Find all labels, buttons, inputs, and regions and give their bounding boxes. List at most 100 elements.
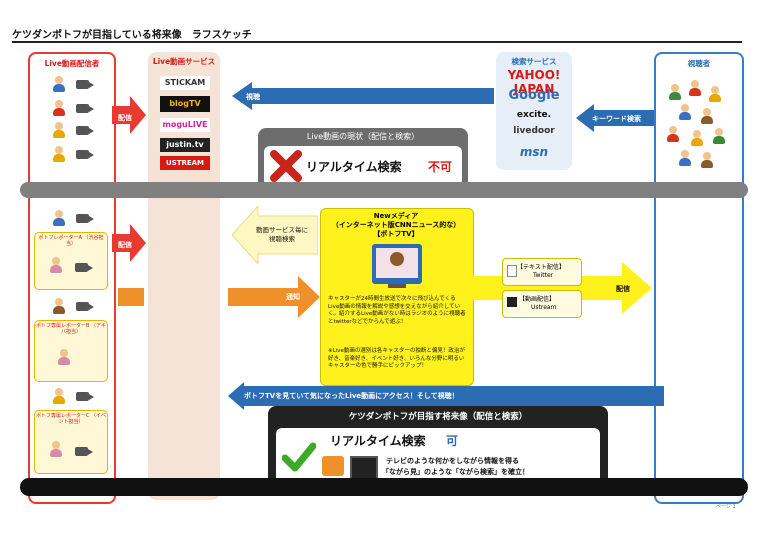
- stickam-logo: STICKAM: [160, 76, 210, 90]
- streamer-person-icon: [52, 388, 66, 404]
- tv-icon: [350, 456, 378, 480]
- text-distribution-card: 【テキスト配信】 Twitter: [502, 258, 582, 286]
- msn-logo: msn: [519, 145, 549, 159]
- search-services-box: 検索サービス: [496, 52, 572, 170]
- justintv-logo: justin.tv: [160, 138, 210, 152]
- camera-icon: [75, 263, 93, 272]
- viewers-column: 視聴者: [654, 52, 744, 504]
- camera-icon: [76, 104, 94, 113]
- tv-stand: [388, 284, 406, 288]
- video-distribution-service: Ustream: [531, 304, 557, 311]
- reporter-a-label: ポトフレポーターA （渋谷担当）: [38, 235, 104, 247]
- future-line-1: テレビのような何かをしながら情報を得る: [386, 457, 519, 465]
- future-line-2: 「ながら見」のような「ながら検索」を確立！: [382, 468, 529, 476]
- camera-icon: [76, 126, 94, 135]
- excite-logo: excite.: [516, 110, 552, 120]
- camera-icon: [75, 447, 93, 456]
- access-label: ポトフTVを見ていて気になったLive動画にアクセス！そして視聴！: [244, 392, 459, 400]
- streamer-person-icon: [52, 210, 66, 226]
- viewer-person-icon: [668, 84, 682, 100]
- distribute-arrow-top: [112, 96, 146, 134]
- document-icon: [507, 265, 517, 277]
- camera-icon: [76, 80, 94, 89]
- viewer-person-icon: [712, 128, 726, 144]
- view-label: 視聴: [246, 93, 260, 101]
- notify-label: 通知: [286, 293, 300, 301]
- viewer-person-icon: [678, 104, 692, 120]
- reporter-c-label: ポトフ専属レポーターC （イベント担当）: [35, 413, 107, 425]
- distribute-arrow-mid: [112, 224, 146, 262]
- page-label: ページ 1: [716, 504, 736, 510]
- search-services-header: 検索サービス: [511, 57, 557, 66]
- distribute-arrow-right: [472, 262, 652, 314]
- new-media-title-line1: Newメディア: [373, 212, 419, 220]
- yahoo-logo: YAHOO! JAPAN: [507, 68, 561, 96]
- current-realtime-label: リアルタイム検索: [306, 160, 402, 174]
- viewer-person-icon: [690, 130, 704, 146]
- live-services-header: Live動画サービス: [152, 57, 216, 66]
- reporter-card-c: ポトフ専属レポーターC （イベント担当）: [34, 410, 108, 474]
- viewers-header: 視聴者: [687, 59, 711, 68]
- reporter-avatar-icon: [49, 257, 63, 273]
- film-icon: [507, 297, 517, 307]
- service-search-text: 動画サービス毎に 視聴検索: [256, 226, 308, 243]
- viewer-person-icon: [700, 152, 714, 168]
- keyword-search-label: キーワード検索: [592, 115, 641, 123]
- ustream-logo: USTREAM: [160, 156, 210, 170]
- text-distribution-label: 【テキスト配信】: [517, 264, 565, 271]
- video-distribution-card: 【動画配信】 Ustream: [502, 290, 582, 318]
- access-arrow: [228, 382, 664, 410]
- current-status-header: Live動画の現状（配信と検索）: [306, 132, 420, 141]
- viewer-person-icon: [678, 150, 692, 166]
- notify-arrow: [228, 276, 320, 318]
- orange-connector-left: [118, 288, 144, 306]
- distribute-label-mid: 配信: [118, 241, 132, 249]
- view-arrow: [232, 82, 494, 110]
- section-divider-bar: [20, 182, 748, 198]
- viewer-person-icon: [688, 80, 702, 96]
- streamer-person-icon: [52, 146, 66, 162]
- camera-icon: [76, 150, 94, 159]
- viewer-person-icon: [700, 108, 714, 124]
- reporter-b-label: ポトフ専属レポーターB （アキバ担当）: [35, 323, 107, 335]
- person-at-desk-icon: [322, 456, 344, 476]
- viewer-person-icon: [708, 86, 722, 102]
- future-verdict: 可: [446, 434, 459, 448]
- new-media-box: [320, 208, 474, 386]
- streamer-person-icon: [52, 122, 66, 138]
- service-search-arrow: [232, 206, 318, 264]
- streamer-person-icon: [52, 76, 66, 92]
- distribute-label-right: 配信: [616, 285, 630, 293]
- reporter-avatar-icon: [57, 349, 71, 365]
- title-rule: [12, 41, 742, 43]
- camera-icon: [76, 214, 94, 223]
- mogulive-logo: moguLIVE: [160, 118, 210, 132]
- new-media-title-line2: （インターネット版CNNニュース的な）: [331, 221, 461, 229]
- future-vision-header: ケツダンポトフが目指す将来像（配信と検索）: [348, 412, 528, 422]
- bottom-bar: [20, 478, 748, 496]
- blogtv-logo: blogTV: [160, 96, 210, 112]
- video-distribution-label: 【動画配信】: [519, 296, 556, 303]
- camera-icon: [76, 302, 94, 311]
- check-mark-icon: [282, 442, 316, 472]
- page-title: ケツダンポトフが目指している将来像 ラフスケッチ: [12, 30, 252, 41]
- viewer-person-icon: [666, 126, 680, 142]
- new-media-body-1: キャスターが24時間生放送で次々に飛び込んでくるLive動画の情報を解説や感想を…: [328, 296, 466, 325]
- new-media-title: Newメディア （インターネット版CNNニュース的な） 【ポトフTV】: [320, 212, 472, 239]
- current-verdict: 不可: [428, 160, 453, 174]
- reporter-card-b: ポトフ専属レポーターB （アキバ担当）: [34, 320, 108, 382]
- distribute-label-top: 配信: [118, 114, 132, 122]
- cross-mark-icon: [270, 150, 302, 182]
- reporter-card-a: ポトフレポーターA （渋谷担当）: [34, 232, 108, 290]
- reporter-avatar-icon: [49, 441, 63, 457]
- streamer-person-icon: [52, 100, 66, 116]
- streamer-person-icon: [52, 298, 66, 314]
- tv-monitor-icon: [372, 244, 422, 284]
- text-distribution-service: Twitter: [533, 272, 554, 279]
- google-logo: Google: [508, 88, 560, 103]
- live-streamers-header: Live動画配信者: [44, 59, 100, 68]
- camera-icon: [76, 392, 94, 401]
- keyword-search-arrow: [576, 104, 654, 132]
- livedoor-logo: livedoor: [513, 126, 555, 136]
- future-realtime-label: リアルタイム検索: [330, 434, 426, 448]
